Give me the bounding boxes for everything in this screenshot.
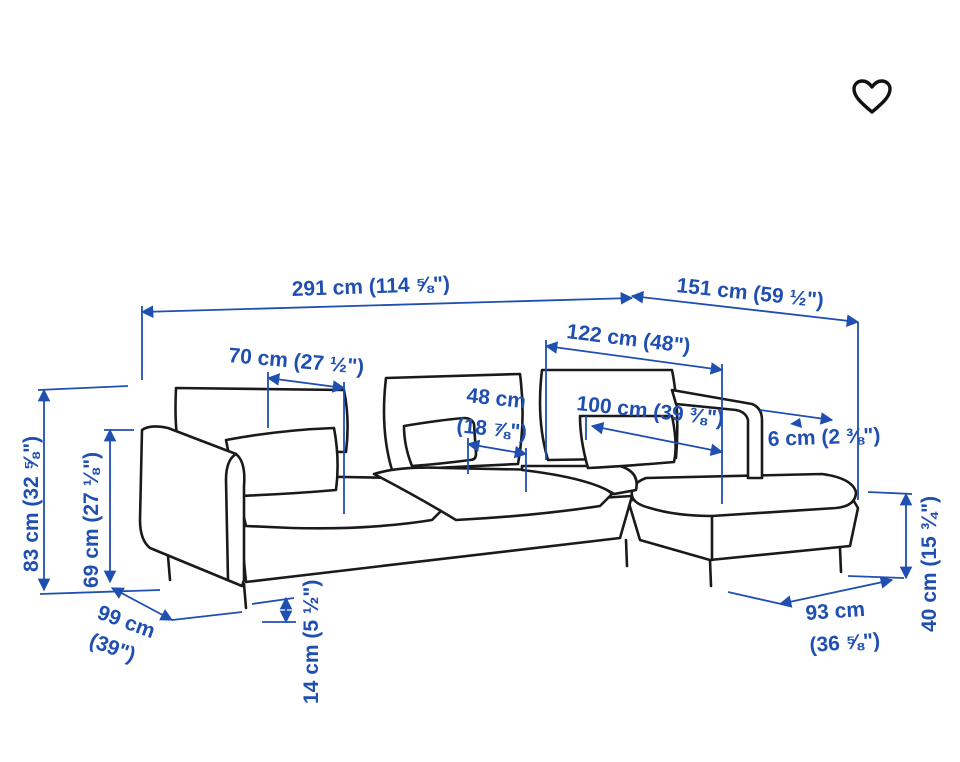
- seat-height-label: 40 cm (15 ¾"): [918, 496, 941, 632]
- chaise-depth-label-2: (36 ⅝"): [809, 629, 881, 657]
- cushion-width-label: 70 cm (27 ½"): [228, 344, 366, 379]
- left-armrest: [138, 425, 246, 588]
- total-height-label: 83 cm (32 ⅝"): [20, 436, 43, 572]
- heart-outline-icon: [852, 79, 892, 114]
- dimension-lines: [37, 291, 913, 624]
- leg-height-label: 14 cm (5 ½"): [300, 580, 323, 704]
- armrest-width-label: 6 cm (2 ⅜"): [767, 424, 880, 451]
- seat-cushion-middle: [372, 466, 614, 522]
- armrest-height-label: 69 cm (27 ⅛"): [80, 452, 103, 588]
- chaise-backrest: [670, 388, 764, 480]
- sofa-legs: [166, 538, 843, 610]
- seat-cushion-right: [520, 464, 638, 496]
- favorite-button[interactable]: [846, 74, 898, 120]
- chaise-seat: [630, 472, 858, 518]
- chaise-width-label: 151 cm (59 ½"): [675, 274, 824, 312]
- seat-width-label: 122 cm (48"): [565, 320, 691, 358]
- chaise-depth-label-1: 93 cm: [805, 598, 866, 625]
- total-width-label: 291 cm (114 ⅝"): [291, 272, 450, 301]
